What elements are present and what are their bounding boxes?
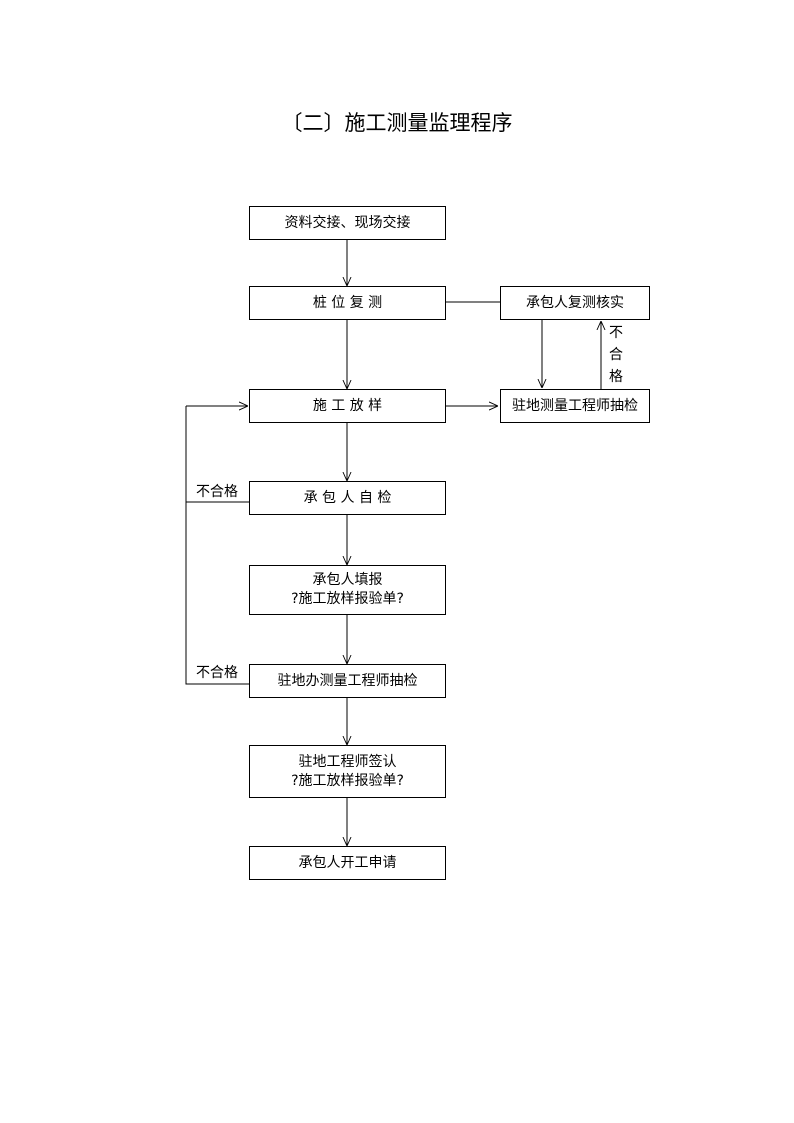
box-text: ?施工放样报验单? bbox=[291, 591, 404, 607]
label-char: 格 bbox=[609, 369, 623, 385]
box-text: ?施工放样报验单? bbox=[291, 772, 404, 789]
box-contractor-self-check: 承 包 人 自 检 bbox=[249, 481, 446, 515]
box-pile-recheck: 桩 位 复 测 bbox=[249, 286, 446, 320]
box-construction-layout: 施 工 放 样 bbox=[249, 389, 446, 423]
label-fail-right: 不 合 格 bbox=[608, 322, 624, 388]
box-engineer-sign: 驻地工程师签认 ?施工放样报验单? bbox=[249, 745, 446, 798]
label-char: 不 bbox=[609, 325, 623, 341]
box-text: 驻地测量工程师抽检 bbox=[512, 397, 638, 414]
box-text: 承包人复测核实 bbox=[526, 294, 624, 311]
label-fail-left-lower: 不合格 bbox=[196, 665, 238, 681]
box-engineer-spot-check-right: 驻地测量工程师抽检 bbox=[500, 389, 650, 423]
label-fail-left-upper: 不合格 bbox=[196, 484, 238, 500]
box-text: 承 包 人 自 检 bbox=[303, 489, 392, 506]
label-char: 合 bbox=[609, 347, 623, 363]
box-text: 桩 位 复 测 bbox=[312, 294, 383, 311]
box-start-application: 承包人开工申请 bbox=[249, 846, 446, 880]
box-text: 施 工 放 样 bbox=[312, 397, 383, 414]
box-text: 资料交接、现场交接 bbox=[284, 214, 411, 231]
box-contractor-fill-report: 承包人填报 ?施工放样报验单? bbox=[249, 565, 446, 615]
box-text: 承包人开工申请 bbox=[298, 854, 397, 871]
box-office-engineer-spot-check: 驻地办测量工程师抽检 bbox=[249, 664, 446, 698]
box-contractor-recheck: 承包人复测核实 bbox=[500, 286, 650, 320]
box-text: 驻地工程师签认 bbox=[298, 753, 397, 770]
box-data-handover: 资料交接、现场交接 bbox=[249, 206, 446, 240]
box-text: 承包人填报 bbox=[312, 572, 383, 588]
line-office-check-fail-loop bbox=[185, 406, 249, 685]
page-title: 〔二〕施工测量监理程序 bbox=[281, 111, 513, 135]
box-text: 驻地办测量工程师抽检 bbox=[277, 672, 418, 689]
